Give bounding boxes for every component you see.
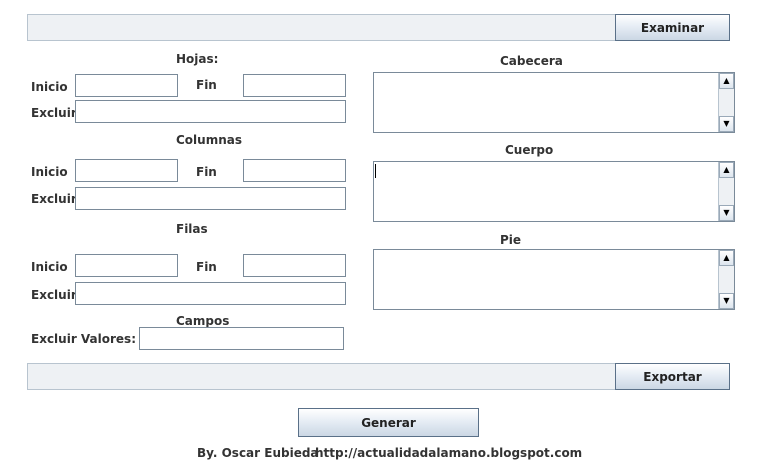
filas-fin-label: Fin (196, 260, 217, 274)
columnas-fin-label: Fin (196, 165, 217, 179)
export-path-field[interactable] (27, 363, 617, 390)
cabecera-title: Cabecera (500, 54, 563, 68)
columnas-inicio-input[interactable] (75, 159, 178, 182)
hojas-inicio-label: Inicio (31, 80, 68, 94)
hojas-title: Hojas: (176, 52, 219, 66)
columnas-inicio-label: Inicio (31, 165, 68, 179)
excluir-valores-input[interactable] (139, 327, 344, 350)
scroll-up-icon[interactable]: ▲ (719, 162, 734, 178)
pie-title: Pie (500, 233, 522, 247)
filas-inicio-label: Inicio (31, 260, 68, 274)
cuerpo-scrollbar[interactable]: ▲ ▼ (718, 162, 734, 221)
filas-inicio-input[interactable] (75, 254, 178, 277)
columnas-title: Columnas (176, 133, 242, 147)
filas-excluir-input[interactable] (75, 282, 346, 305)
filas-title: Filas (176, 222, 208, 236)
scroll-down-icon[interactable]: ▼ (719, 116, 734, 132)
hojas-fin-label: Fin (196, 78, 217, 92)
scroll-up-icon[interactable]: ▲ (719, 73, 734, 89)
hojas-fin-input[interactable] (243, 74, 346, 97)
scroll-down-icon[interactable]: ▼ (719, 293, 734, 309)
exportar-button[interactable]: Exportar (615, 363, 730, 390)
examinar-button[interactable]: Examinar (615, 14, 730, 41)
filas-excluir-label: Excluir (31, 288, 77, 302)
cabecera-scrollbar[interactable]: ▲ ▼ (718, 73, 734, 132)
hojas-excluir-input[interactable] (75, 100, 346, 123)
columnas-fin-input[interactable] (243, 159, 346, 182)
columnas-excluir-label: Excluir (31, 192, 77, 206)
scroll-down-icon[interactable]: ▼ (719, 205, 734, 221)
pie-scrollbar[interactable]: ▲ ▼ (718, 250, 734, 309)
text-caret (375, 164, 376, 178)
footer-author: By. Oscar Eubieda (197, 446, 319, 460)
hojas-excluir-label: Excluir (31, 106, 77, 120)
hojas-inicio-input[interactable] (75, 74, 178, 97)
source-path-field[interactable] (27, 14, 617, 41)
excluir-valores-label: Excluir Valores: (31, 332, 136, 346)
scroll-up-icon[interactable]: ▲ (719, 250, 734, 266)
footer-url[interactable]: http://actualidadalamano.blogspot.com (315, 446, 583, 460)
filas-fin-input[interactable] (243, 254, 346, 277)
pie-textarea[interactable]: ▲ ▼ (373, 249, 735, 310)
cuerpo-textarea[interactable]: ▲ ▼ (373, 161, 735, 222)
generar-button[interactable]: Generar (298, 408, 479, 437)
campos-title: Campos (176, 314, 230, 328)
columnas-excluir-input[interactable] (75, 187, 346, 210)
cuerpo-title: Cuerpo (505, 143, 554, 157)
cabecera-textarea[interactable]: ▲ ▼ (373, 72, 735, 133)
